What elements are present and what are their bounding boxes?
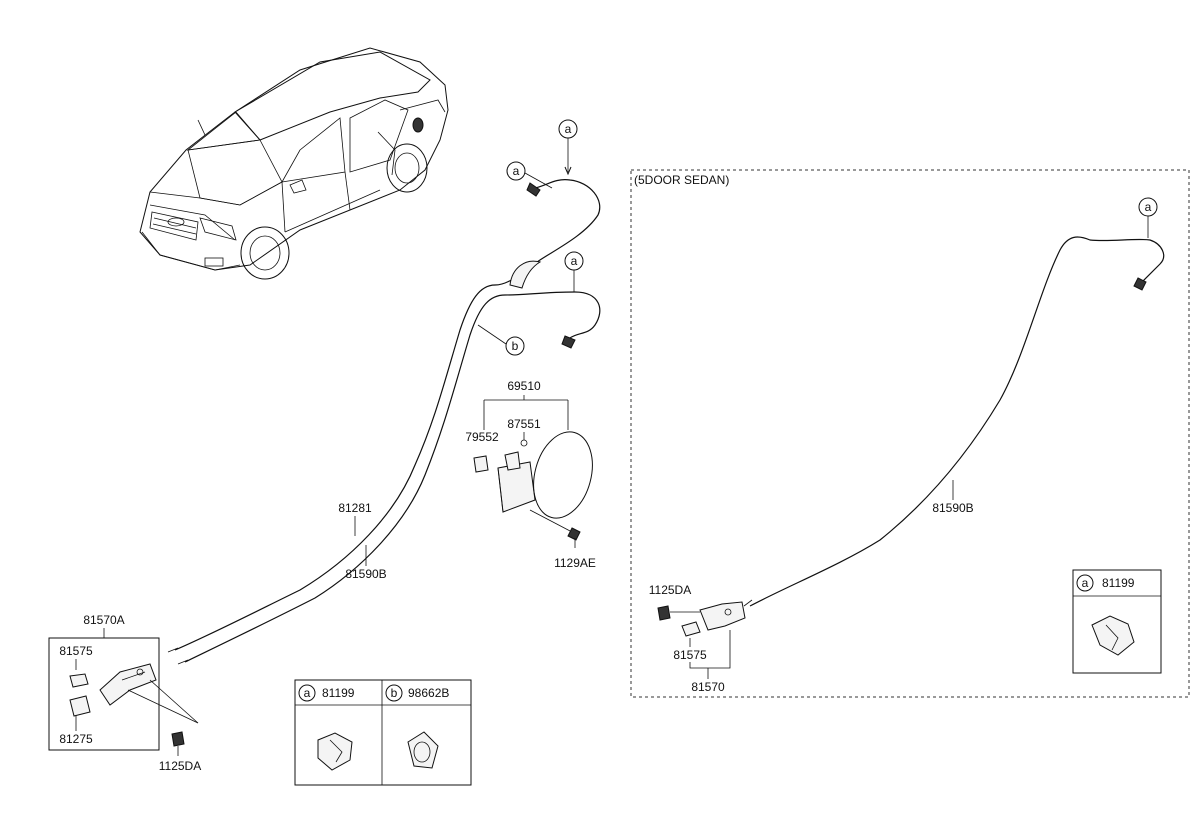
bolt-1125DA-left: 1125DA bbox=[159, 731, 201, 773]
cable-81590B bbox=[184, 291, 601, 663]
label-87551: 87551 bbox=[507, 417, 541, 431]
svg-text:a: a bbox=[304, 686, 311, 700]
svg-text:b: b bbox=[391, 686, 398, 700]
svg-text:a: a bbox=[571, 254, 578, 268]
svg-text:a: a bbox=[1145, 200, 1152, 214]
callout-b: b bbox=[477, 324, 525, 356]
car-illustration bbox=[139, 47, 449, 280]
legend-right: a 81199 bbox=[1072, 569, 1162, 674]
label-81590B-right: 81590B bbox=[932, 501, 973, 515]
svg-text:a: a bbox=[565, 122, 572, 136]
cable-81281 bbox=[174, 179, 601, 651]
section-label: (5DOOR SEDAN) bbox=[634, 173, 729, 187]
legend-left-part-98662B: 98662B bbox=[408, 686, 449, 700]
label-1125DA-left: 1125DA bbox=[159, 759, 201, 773]
callout-a-left: a bbox=[506, 161, 553, 189]
label-81570A: 81570A bbox=[83, 613, 124, 627]
section-5door-sedan: (5DOOR SEDAN) a 81590B 1125DA 81575 8157… bbox=[630, 169, 1190, 698]
label-79552: 79552 bbox=[465, 430, 499, 444]
label-1129AE: 1129AE bbox=[554, 556, 596, 570]
label-81281: 81281 bbox=[338, 501, 372, 515]
callout-a-top: a bbox=[558, 119, 578, 176]
cable-81590B-right bbox=[749, 236, 1165, 607]
svg-text:a: a bbox=[1082, 576, 1089, 590]
fuel-filler-door-assembly: 69510 87551 79552 1129AE bbox=[465, 379, 596, 570]
label-81575-right: 81575 bbox=[673, 648, 707, 662]
legend-left-part-81199: 81199 bbox=[322, 686, 355, 700]
svg-text:b: b bbox=[512, 339, 519, 353]
label-81590B-left: 81590B bbox=[345, 567, 386, 581]
lever-assembly-81570A: 81570A 81575 81275 bbox=[48, 613, 199, 751]
callout-a-mid: a bbox=[564, 251, 584, 292]
label-1125DA-right: 1125DA bbox=[649, 583, 691, 597]
left-cable-assembly bbox=[167, 179, 601, 665]
label-69510: 69510 bbox=[507, 379, 541, 393]
legend-left: a 81199 b 98662B bbox=[294, 679, 472, 786]
label-81570: 81570 bbox=[691, 680, 725, 694]
legend-right-part-81199: 81199 bbox=[1102, 576, 1135, 590]
label-81275: 81275 bbox=[59, 732, 93, 746]
svg-text:a: a bbox=[513, 164, 520, 178]
label-81575-left: 81575 bbox=[59, 644, 93, 658]
